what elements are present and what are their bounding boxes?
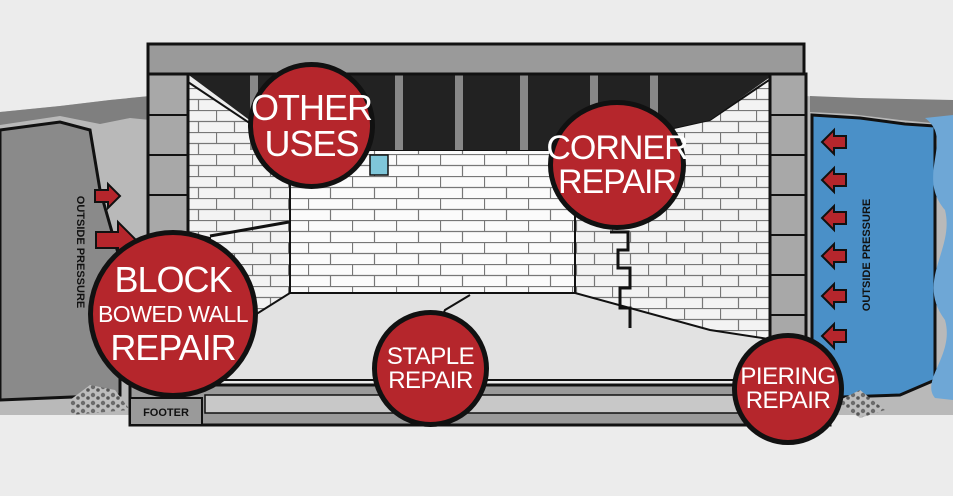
arrow-left-icon: [820, 241, 847, 271]
outside-pressure-right: OUTSIDE PRESSURE: [861, 199, 873, 311]
block-line3: REPAIR: [110, 327, 236, 368]
footer-label: FOOTER: [143, 407, 189, 419]
block-line1: BLOCK: [114, 259, 232, 300]
piering-repair-button[interactable]: PIERING REPAIR: [732, 333, 844, 445]
corner-repair-button[interactable]: CORNER REPAIR: [546, 100, 689, 230]
arrow-right-icon: [94, 181, 122, 211]
staple-repair-button[interactable]: STAPLE REPAIR: [372, 310, 489, 427]
arrow-left-icon: [820, 281, 847, 311]
footer-block: [129, 397, 203, 426]
piering-repair-line2: REPAIR: [745, 387, 831, 414]
arrow-left-icon: [820, 203, 847, 233]
small-window: [369, 154, 389, 176]
staple-repair-line2: REPAIR: [388, 366, 473, 394]
staple-repair-line1: STAPLE: [386, 342, 475, 370]
right-pressure-arrows: [820, 127, 847, 351]
other-uses-line2: USES: [264, 122, 359, 164]
piering-repair-line1: PIERING: [740, 363, 836, 390]
corner-repair-line1: CORNER: [546, 129, 688, 167]
other-uses-button[interactable]: OTHER USES: [248, 62, 375, 189]
arrow-left-icon: [820, 321, 847, 351]
corner-repair-line2: REPAIR: [557, 163, 677, 201]
block-line2: BOWED WALL: [97, 301, 249, 327]
arrow-left-icon: [820, 165, 847, 195]
block-bowed-wall-repair-button[interactable]: BLOCK BOWED WALL REPAIR: [88, 230, 258, 398]
arrow-left-icon: [820, 127, 847, 157]
top-slab: [146, 42, 806, 76]
other-uses-line1: OTHER: [251, 86, 373, 128]
outside-pressure-left: OUTSIDE PRESSURE: [74, 196, 86, 308]
